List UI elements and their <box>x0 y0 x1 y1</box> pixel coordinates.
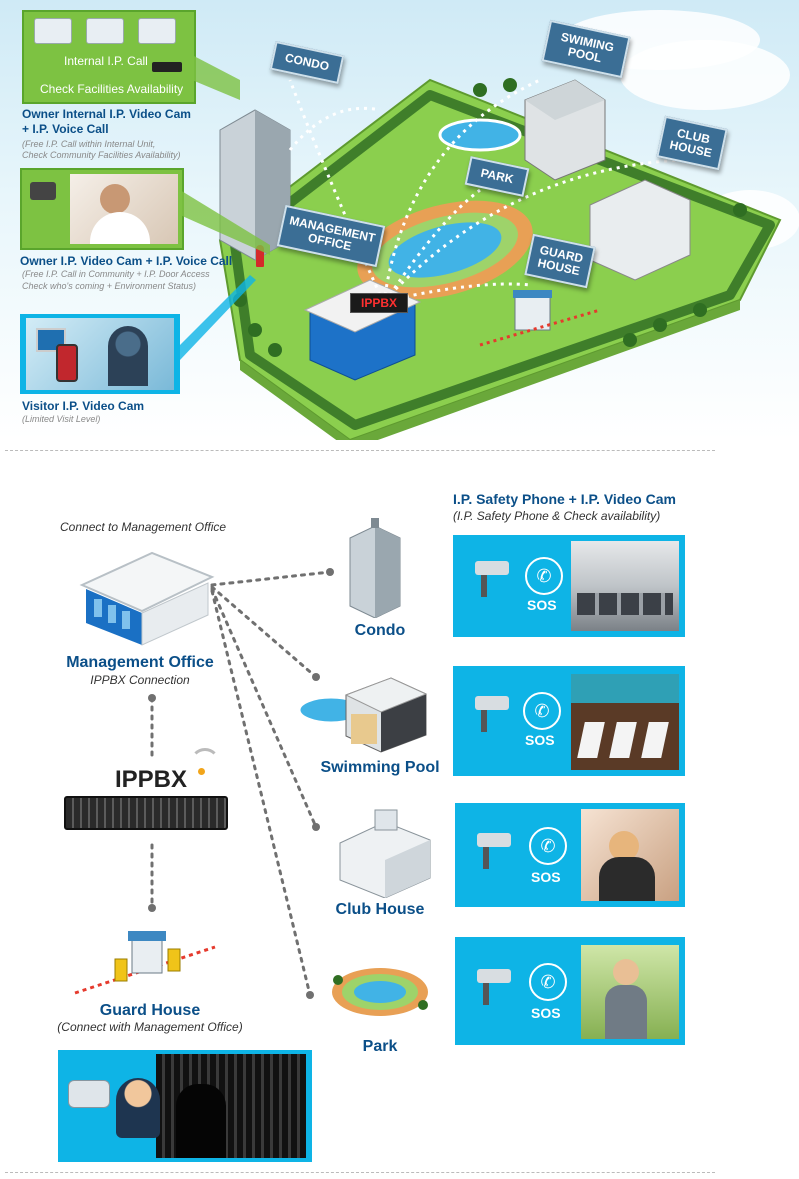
ip-camera-icon <box>477 969 511 983</box>
person-icon <box>256 245 264 267</box>
ip-camera-icon <box>475 561 509 575</box>
management-office-sub: IPPBX Connection <box>90 673 190 687</box>
camera-mount-icon <box>481 575 487 597</box>
owner-ip-title: Owner I.P. Video Cam + I.P. Voice Call <box>20 254 233 268</box>
woman-on-phone-photo <box>70 174 178 244</box>
camera-mount-icon <box>483 847 489 869</box>
ip-camera-icon <box>475 696 509 710</box>
guard-house-icon <box>74 931 216 995</box>
management-office-title: Management Office <box>66 654 214 671</box>
safety-sub: (I.P. Safety Phone & Check availability) <box>453 509 661 523</box>
phone-icon: ✆ <box>529 963 567 1001</box>
facility-label-club-house: Club House <box>335 901 425 918</box>
club-house-icon <box>339 809 431 898</box>
visitor-video-photo <box>26 318 174 390</box>
cloud <box>620 40 790 110</box>
safety-panel-club-house: ✆ SOS <box>455 803 685 907</box>
community-map <box>218 78 782 440</box>
connection-lines <box>148 568 334 999</box>
visitor-panel <box>20 314 180 394</box>
guard-booth <box>513 290 552 331</box>
internal-call-panel: Internal I.P. Call Check Facilities Avai… <box>22 10 196 104</box>
park-icon <box>332 968 428 1016</box>
pool-loungers-photo <box>571 674 679 770</box>
sign-park-label: PARK <box>479 165 515 187</box>
ippbx-map-badge: IPPBX <box>350 293 408 313</box>
facility-label-condo: Condo <box>354 622 406 639</box>
owner-internal-sub-2: Check Community Facilities Availability) <box>22 150 181 160</box>
section-divider <box>5 450 715 451</box>
visitor-title: Visitor I.P. Video Cam <box>22 399 145 413</box>
desk-phone-icon <box>68 1080 110 1108</box>
chat-icon <box>30 182 56 200</box>
visitor-sub: (Limited Visit Level) <box>22 414 101 424</box>
management-office-icon <box>79 551 215 646</box>
owner-video-panel <box>20 168 184 250</box>
ippbx-device <box>64 796 228 830</box>
condo-building <box>219 109 291 261</box>
desk-phone-icon <box>34 18 72 44</box>
wifi-dot <box>198 768 205 775</box>
sos-label: SOS <box>531 869 561 885</box>
owner-internal-title-1: Owner Internal I.P. Video Cam <box>22 107 191 121</box>
guard-avatar-icon <box>116 1078 160 1138</box>
facility-label-park: Park <box>362 1038 398 1055</box>
owner-internal-sub-1: (Free I.P. Call within Internal Unit, <box>22 139 156 149</box>
swimming-building <box>524 79 606 181</box>
sos-label: SOS <box>527 597 557 613</box>
camera-mount-icon <box>481 710 487 732</box>
jogger-photo <box>581 945 679 1039</box>
owner-ip-sub-2: Check who's coming + Environment Status) <box>22 281 197 291</box>
router-icon <box>152 62 182 72</box>
safety-panel-condo: ✆ SOS <box>453 535 685 637</box>
swimming-pool-icon <box>297 677 428 753</box>
smartphone-icon <box>56 344 78 382</box>
facility-label-swimming-pool: Swimming Pool <box>320 759 440 776</box>
phone-icon: ✆ <box>525 557 563 595</box>
wifi-icon <box>190 748 220 778</box>
owner-ip-sub-1: (Free I.P. Call in Community + I.P. Door… <box>22 269 210 279</box>
internal-call-label: Internal I.P. Call <box>64 54 148 68</box>
fitness-class-photo <box>581 809 679 901</box>
check-facilities-label: Check Facilities Availability <box>40 82 184 96</box>
ippbx-title: IPPBX <box>115 766 188 793</box>
bottom-divider <box>5 1172 715 1173</box>
guard-photo-panel <box>58 1050 312 1162</box>
ip-camera-icon <box>477 833 511 847</box>
owner-internal-title-2: + I.P. Voice Call <box>22 122 109 136</box>
safety-panel-swimming-pool: ✆ SOS <box>453 666 685 776</box>
security-guard-photo <box>156 1054 306 1158</box>
desk-phone-icon <box>86 18 124 44</box>
phone-icon: ✆ <box>523 692 561 730</box>
parking-garage-photo <box>571 541 679 631</box>
guard-house-title: Guard House <box>99 1002 201 1019</box>
safety-panel-park: ✆ SOS <box>455 937 685 1045</box>
camera-mount-icon <box>483 983 489 1005</box>
desk-phone-icon <box>138 18 176 44</box>
sos-label: SOS <box>531 1005 561 1021</box>
condo-icon <box>349 518 401 618</box>
phone-icon: ✆ <box>529 827 567 865</box>
connect-label: Connect to Management Office <box>60 520 227 534</box>
guard-house-sub: (Connect with Management Office) <box>57 1020 243 1034</box>
safety-title: I.P. Safety Phone + I.P. Video Cam <box>453 491 676 507</box>
panel-connectors <box>180 55 270 360</box>
ippbx-map-label: IPPBX <box>360 296 397 310</box>
sos-label: SOS <box>525 732 555 748</box>
